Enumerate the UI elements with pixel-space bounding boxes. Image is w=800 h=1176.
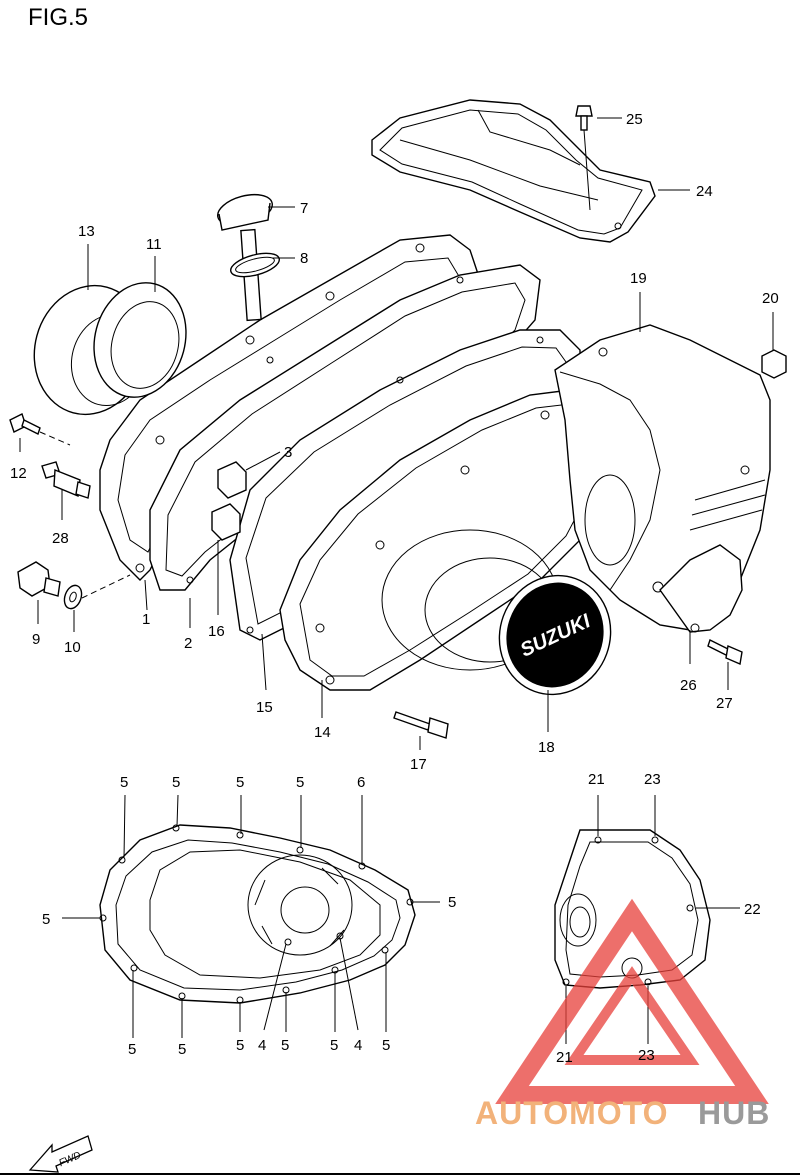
part-12-bolt [9,413,71,446]
callout-g5d: 5 [296,774,304,791]
part-28-sensor [41,461,91,499]
callout-1: 1 [142,611,150,628]
part-19-generator-cover [554,324,771,633]
callout-15: 15 [256,699,273,716]
callout-g5l: 5 [382,1037,390,1054]
callout-28: 28 [52,530,69,547]
callout-23-bottom: 23 [638,1047,655,1064]
callout-24: 24 [696,183,713,200]
part-11-gasket [93,282,187,398]
callout-17: 17 [410,756,427,773]
callout-18: 18 [538,739,555,756]
part-3-dowel [217,461,247,499]
callout-27: 27 [716,695,733,712]
callout-labels: 25 24 7 8 13 11 19 20 3 12 28 1 2 9 10 1… [10,111,779,1066]
part-10-washer [63,574,131,610]
callout-7: 7 [300,200,308,217]
callout-8: 8 [300,250,308,267]
figure-title: FIG.5 [28,4,89,31]
part-8-o-ring [230,252,280,278]
callout-23-top: 23 [644,771,661,788]
callout-12: 12 [10,465,27,482]
callout-g5a: 5 [120,774,128,791]
watermark-text-a: AUTOMOTO [475,1095,668,1131]
callout-g5k: 5 [330,1037,338,1054]
callout-g5g: 5 [128,1041,136,1058]
callout-26: 26 [680,677,697,694]
part-6-gasket [99,824,416,1004]
callout-21-top: 21 [588,771,605,788]
callout-g4a: 4 [258,1037,266,1054]
callout-g5c: 5 [236,774,244,791]
callout-10: 10 [64,639,81,656]
watermark-logo [495,898,769,1104]
upper-leader-lines [19,117,774,750]
callout-9: 9 [32,631,40,648]
callout-16: 16 [208,623,225,640]
callout-g4b: 4 [354,1037,362,1054]
callout-13: 13 [78,223,95,240]
part-18-emblem-plate: SUZUKI [498,574,612,696]
part-16-dowel [211,503,241,541]
lower-left-leader-lines [62,794,440,1038]
callout-3: 3 [284,444,292,461]
callout-22: 22 [744,901,761,918]
callout-11: 11 [146,236,162,253]
forward-arrow-icon: FWD [28,1135,93,1173]
callout-14: 14 [314,724,331,741]
callout-21-bottom: 21 [556,1049,573,1066]
callout-g6: 6 [357,774,365,791]
callout-g5b: 5 [172,774,180,791]
part-24-upper-cover [371,99,656,243]
part-20-sleeve [761,349,787,379]
callout-g5e: 5 [448,894,456,911]
callout-g5f: 5 [42,911,50,928]
callout-2: 2 [184,635,192,652]
part-27-screw [707,639,743,665]
callout-25: 25 [626,111,643,128]
callout-20: 20 [762,290,779,307]
watermark-text-b: HUB [698,1095,770,1131]
callout-19: 19 [630,270,647,287]
callout-g5j: 5 [281,1037,289,1054]
part-17-bolt [393,711,449,739]
callout-g5h: 5 [178,1041,186,1058]
callout-g5i: 5 [236,1037,244,1054]
part-25-bolt [575,105,593,211]
part-9-plug [17,561,61,597]
